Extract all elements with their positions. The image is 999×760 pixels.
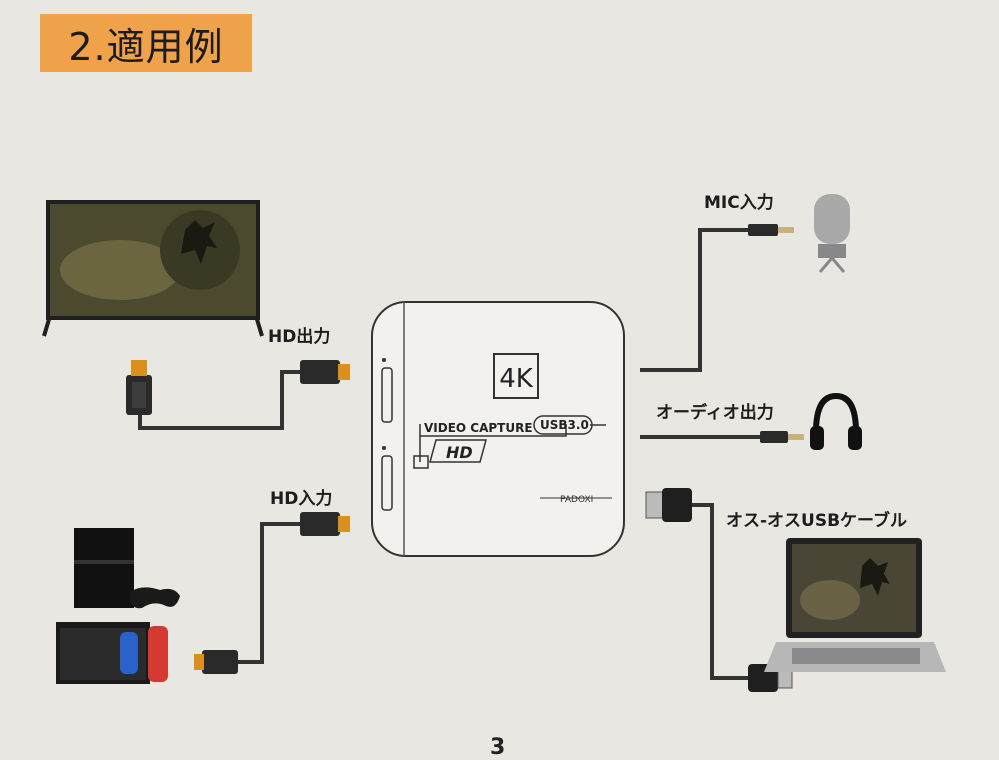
hd-in-label: HD入力 — [270, 484, 332, 509]
usb-cable-label: オス-オスUSBケーブル — [726, 506, 907, 531]
game-console-icon — [56, 528, 180, 684]
audio-cable-icon — [640, 431, 804, 443]
headphones-icon — [810, 396, 862, 450]
mic-cable-icon — [640, 224, 794, 370]
hd-logo-text: HD — [446, 443, 473, 462]
badge-4k-text: 4K — [499, 364, 534, 394]
hd-out-label: HD出力 — [268, 322, 330, 347]
hdmi-out-cable-icon — [126, 360, 350, 428]
brand-text: PADOXI — [560, 495, 593, 505]
laptop-icon — [764, 538, 946, 672]
section-title: 2.適用例 — [40, 14, 252, 72]
video-capture-text: VIDEO CAPTURE — [424, 421, 533, 435]
tv-icon — [44, 200, 262, 336]
mic-in-label: MIC入力 — [704, 188, 774, 213]
usb-spec-text: USB3.0 — [540, 418, 589, 432]
audio-out-label: オーディオ出力 — [656, 398, 774, 423]
page-number: 3 — [490, 735, 505, 760]
microphone-icon — [814, 194, 850, 272]
hdmi-in-cable-icon — [194, 512, 350, 674]
